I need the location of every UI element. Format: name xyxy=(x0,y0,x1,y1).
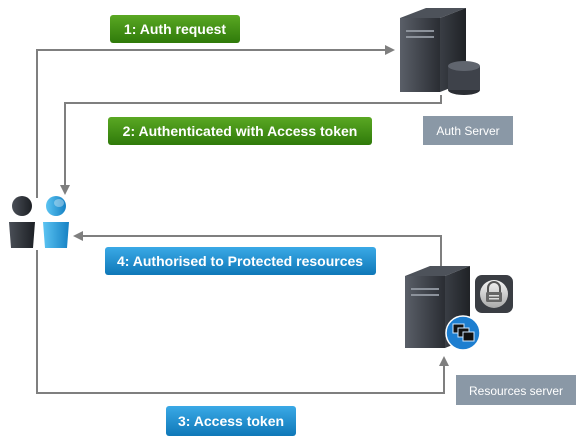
users-icon xyxy=(9,196,69,248)
arrow-auth-request xyxy=(36,45,395,198)
resources-server-label: Resources server xyxy=(469,384,563,398)
step-access-token: 3: Access token xyxy=(166,406,296,436)
step-auth-request-label: 1: Auth request xyxy=(124,21,226,37)
auth-server-icon xyxy=(400,8,480,95)
auth-server-node: Auth Server xyxy=(423,116,513,145)
arrow-access-token xyxy=(36,250,449,394)
windows-icon xyxy=(445,315,481,351)
step-authenticated: 2: Authenticated with Access token xyxy=(108,117,372,145)
arrow-authenticated xyxy=(60,95,442,195)
step-authenticated-label: 2: Authenticated with Access token xyxy=(123,123,358,139)
resources-server-node: Resources server xyxy=(456,375,576,405)
step-access-token-label: 3: Access token xyxy=(178,413,284,429)
arrow-authorised xyxy=(73,231,442,276)
step-authorised: 4: Authorised to Protected resources xyxy=(105,247,376,275)
step-auth-request: 1: Auth request xyxy=(110,15,240,43)
auth-server-label: Auth Server xyxy=(436,124,499,138)
lock-icon xyxy=(475,275,513,313)
resources-server-icon xyxy=(405,266,470,348)
step-authorised-label: 4: Authorised to Protected resources xyxy=(117,253,363,269)
